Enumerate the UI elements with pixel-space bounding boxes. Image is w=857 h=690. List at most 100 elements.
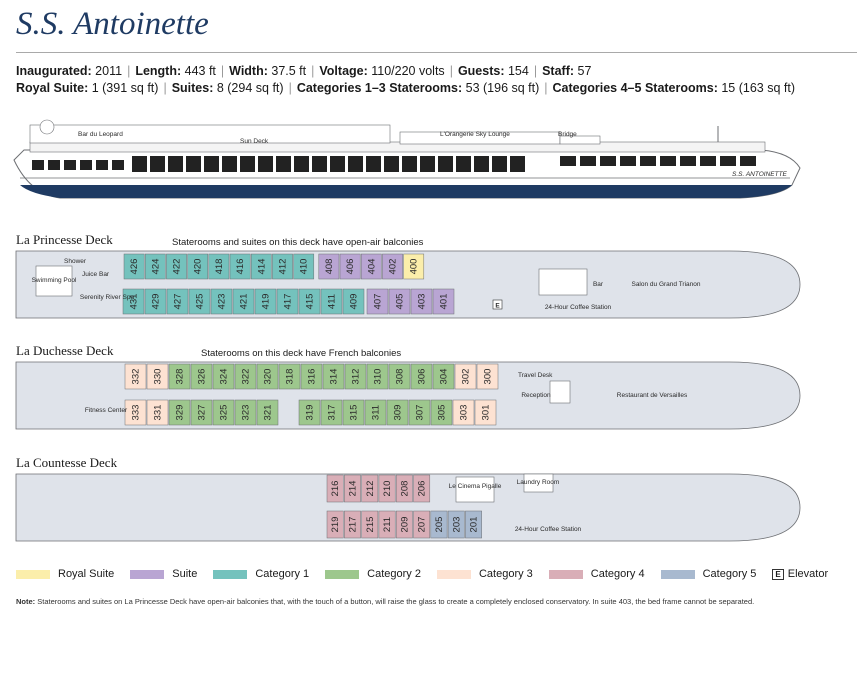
- cabin: [361, 510, 379, 539]
- legend-swatch: [548, 569, 583, 579]
- window: [474, 156, 489, 172]
- spec-label: Categories 4–5 Staterooms:: [552, 81, 718, 95]
- cabin-number: 309: [393, 405, 404, 421]
- cabin: [212, 363, 235, 390]
- cabin: [452, 399, 475, 426]
- window: [740, 156, 756, 166]
- cabin-number: 405: [395, 294, 406, 310]
- cabin-number: 410: [299, 259, 310, 275]
- cabin: [366, 363, 389, 390]
- spec-label: Inaugurated:: [16, 64, 92, 78]
- window: [620, 156, 636, 166]
- spec-label: Length:: [135, 64, 182, 78]
- cabin: [146, 363, 169, 390]
- profile-label: Bridge: [558, 131, 577, 138]
- profile-label: Sun Deck: [240, 138, 269, 145]
- spec-separator: |: [127, 64, 131, 78]
- deck-title: La Princesse Deck: [16, 232, 113, 247]
- reception-desk: [549, 380, 571, 404]
- fitness-label: Fitness Center: [85, 407, 128, 414]
- cabin-number: 205: [434, 517, 445, 533]
- cabin: [395, 474, 413, 503]
- cabin: [212, 399, 235, 426]
- footnote-text: Staterooms and suites on La Princesse De…: [37, 597, 755, 606]
- cabin: [144, 288, 167, 315]
- cabin-number: 407: [373, 294, 384, 310]
- cabin-number: 409: [349, 294, 360, 310]
- cabin: [229, 253, 251, 280]
- cabin: [339, 253, 361, 280]
- legend-item: Category 5: [660, 568, 756, 580]
- cabin-number: 331: [153, 405, 164, 421]
- cabin-number: 206: [417, 481, 428, 497]
- cabin-number: 418: [214, 259, 225, 275]
- cabin: [364, 399, 387, 426]
- cabin: [408, 399, 431, 426]
- cabin-number: 328: [175, 369, 186, 385]
- cabin-number: 401: [439, 294, 450, 310]
- cabin: [413, 510, 431, 539]
- window: [438, 156, 453, 172]
- cabin: [318, 253, 340, 280]
- spec-separator: |: [288, 81, 292, 95]
- cabin: [344, 510, 361, 539]
- spec-label: Width:: [229, 64, 268, 78]
- window: [384, 156, 399, 172]
- cabin-number: 308: [395, 369, 406, 385]
- window: [640, 156, 656, 166]
- cabin: [278, 363, 301, 390]
- legend-swatch: [660, 569, 695, 579]
- cabin: [187, 253, 209, 280]
- specs-line-1: Inaugurated: 2011|Length: 443 ft|Width: …: [16, 64, 591, 78]
- window: [420, 156, 435, 172]
- cabin: [190, 399, 213, 426]
- cabin-number: 318: [285, 369, 296, 385]
- cabin: [326, 474, 344, 503]
- elevator-icon: E: [772, 568, 784, 580]
- window: [294, 156, 309, 172]
- cabin-number: 420: [193, 259, 204, 275]
- cabin: [388, 288, 411, 315]
- window: [402, 156, 417, 172]
- specs-line-2: Royal Suite: 1 (391 sq ft)|Suites: 8 (29…: [16, 81, 795, 95]
- cabin-number: 329: [175, 405, 186, 421]
- cabin-number: 300: [483, 369, 494, 385]
- spec-separator: |: [544, 81, 548, 95]
- profile-label: L'Orangerie Sky Lounge: [440, 131, 510, 138]
- cabin-number: 332: [131, 369, 142, 385]
- deck-outline: [15, 473, 801, 542]
- title-divider: [16, 52, 857, 53]
- cabin: [361, 474, 379, 503]
- window: [580, 156, 596, 166]
- window: [132, 156, 147, 172]
- cabin: [168, 363, 191, 390]
- spec-label: Voltage:: [319, 64, 368, 78]
- cabin-number: 302: [461, 369, 472, 385]
- window: [112, 160, 124, 170]
- juice-bar-label: Juice Bar: [82, 271, 110, 278]
- cabin-number: 422: [172, 259, 183, 275]
- cabin-number: 316: [307, 369, 318, 385]
- cinema-room: [455, 476, 495, 503]
- restaurant-label: Restaurant de Versailles: [617, 392, 688, 399]
- spec-separator: |: [533, 64, 538, 78]
- cabin-number: 403: [417, 294, 428, 310]
- legend-label: Category 2: [367, 568, 421, 580]
- cabin-number: 322: [241, 369, 252, 385]
- cabin: [474, 399, 497, 426]
- legend-item: Royal Suite: [16, 568, 114, 580]
- cabin: [342, 288, 365, 315]
- cabin: [378, 510, 396, 539]
- legend-item: Suite: [130, 568, 197, 580]
- cabin-number: 402: [388, 259, 399, 275]
- cabin-number: 219: [330, 517, 341, 533]
- cabin: [454, 363, 477, 390]
- deck-title: La Countesse Deck: [16, 455, 118, 470]
- window: [720, 156, 736, 166]
- cabin-number: 333: [131, 405, 142, 421]
- cabin: [210, 288, 233, 315]
- legend-item: Category 3: [436, 568, 533, 580]
- window: [510, 156, 525, 172]
- cabin-number: 423: [217, 294, 228, 310]
- cabin-number: 319: [305, 405, 316, 421]
